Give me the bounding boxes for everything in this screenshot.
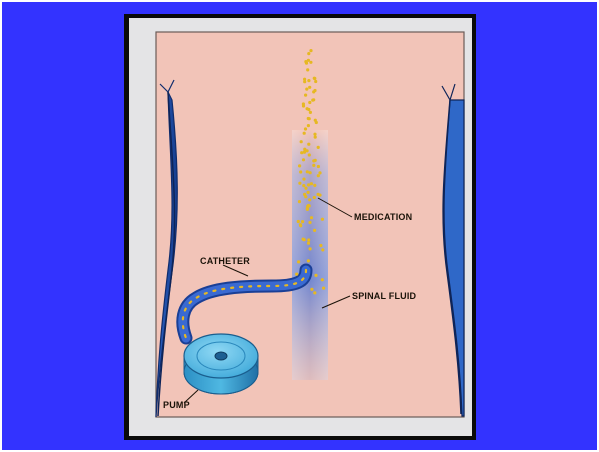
medication-dot (300, 140, 303, 143)
medication-label: MEDICATION (354, 212, 412, 222)
medication-dot (302, 102, 305, 105)
medication-dot (312, 164, 315, 167)
medication-dot (321, 278, 324, 281)
medication-dot (313, 89, 316, 92)
medication-dot (303, 132, 306, 135)
medication-dot (302, 158, 305, 161)
medication-dot (306, 68, 309, 71)
medication-dot (314, 119, 317, 122)
medication-dot (307, 242, 310, 245)
medication-dot (297, 260, 300, 263)
medication-dot (295, 273, 298, 276)
medication-dot (306, 207, 309, 210)
medication-dot (307, 238, 310, 241)
medication-dot (307, 79, 310, 82)
medication-dot (303, 78, 306, 81)
medication-dot (317, 174, 320, 177)
medication-dot (302, 184, 305, 187)
medication-dot (309, 171, 312, 174)
medication-dot (308, 86, 311, 89)
medication-dot (309, 49, 312, 52)
pump-device (184, 334, 258, 394)
catheter-label: CATHETER (200, 256, 250, 266)
medication-dot (306, 107, 309, 110)
medication-dot (298, 182, 301, 185)
medication-dot (318, 171, 321, 174)
medication-dot (300, 151, 303, 154)
medication-dot (309, 111, 312, 114)
medication-dot (304, 94, 307, 97)
medication-dot (321, 248, 324, 251)
medication-dot (306, 170, 309, 173)
medication-dot (310, 216, 313, 219)
medication-dot (307, 259, 310, 262)
medication-dot (313, 291, 316, 294)
medication-dot (314, 274, 317, 277)
medication-dot (317, 146, 320, 149)
medication-dot (322, 287, 325, 290)
medication-dot (321, 218, 324, 221)
medication-dot (313, 196, 316, 199)
medication-dot (299, 170, 302, 173)
medication-dot (310, 182, 313, 185)
medication-dot (303, 238, 306, 241)
medication-dot (319, 244, 322, 247)
medication-dot (307, 117, 310, 120)
medication-dot (309, 247, 312, 250)
medication-dot (317, 165, 320, 168)
medication-dot (307, 191, 310, 194)
medication-dot (318, 194, 321, 197)
medication-dot (308, 221, 311, 224)
medication-dot (308, 153, 311, 156)
medication-dot (309, 61, 312, 64)
medication-dot (299, 224, 302, 227)
pump-label: PUMP (163, 400, 190, 410)
medication-dot (297, 220, 300, 223)
medication-dot (304, 187, 307, 190)
medication-dot (314, 136, 317, 139)
spinal-fluid-label: SPINAL FLUID (352, 291, 417, 301)
medication-dot (313, 133, 316, 136)
medication-dot (298, 164, 301, 167)
medication-dot (313, 184, 316, 187)
medication-dot (298, 200, 301, 203)
medication-dot (308, 198, 311, 201)
spinal-fluid-column (292, 130, 328, 380)
medication-dot (313, 229, 316, 232)
medication-dot (304, 127, 307, 130)
medication-dot (303, 148, 306, 151)
medication-dot (305, 88, 308, 91)
medication-dot (307, 183, 310, 186)
medication-dot (307, 124, 310, 127)
medication-dot (307, 52, 310, 55)
medication-dot (308, 204, 311, 207)
medication-dot (314, 80, 317, 83)
medication-dot (311, 99, 314, 102)
medication-dot (302, 178, 305, 181)
medication-dot (305, 62, 308, 65)
medication-dot (301, 220, 304, 223)
medication-dot (314, 159, 317, 162)
medication-dot (310, 288, 313, 291)
medication-dot (303, 193, 306, 196)
medication-dot (308, 101, 311, 104)
medication-dot (313, 77, 316, 80)
medication-dot (307, 143, 310, 146)
